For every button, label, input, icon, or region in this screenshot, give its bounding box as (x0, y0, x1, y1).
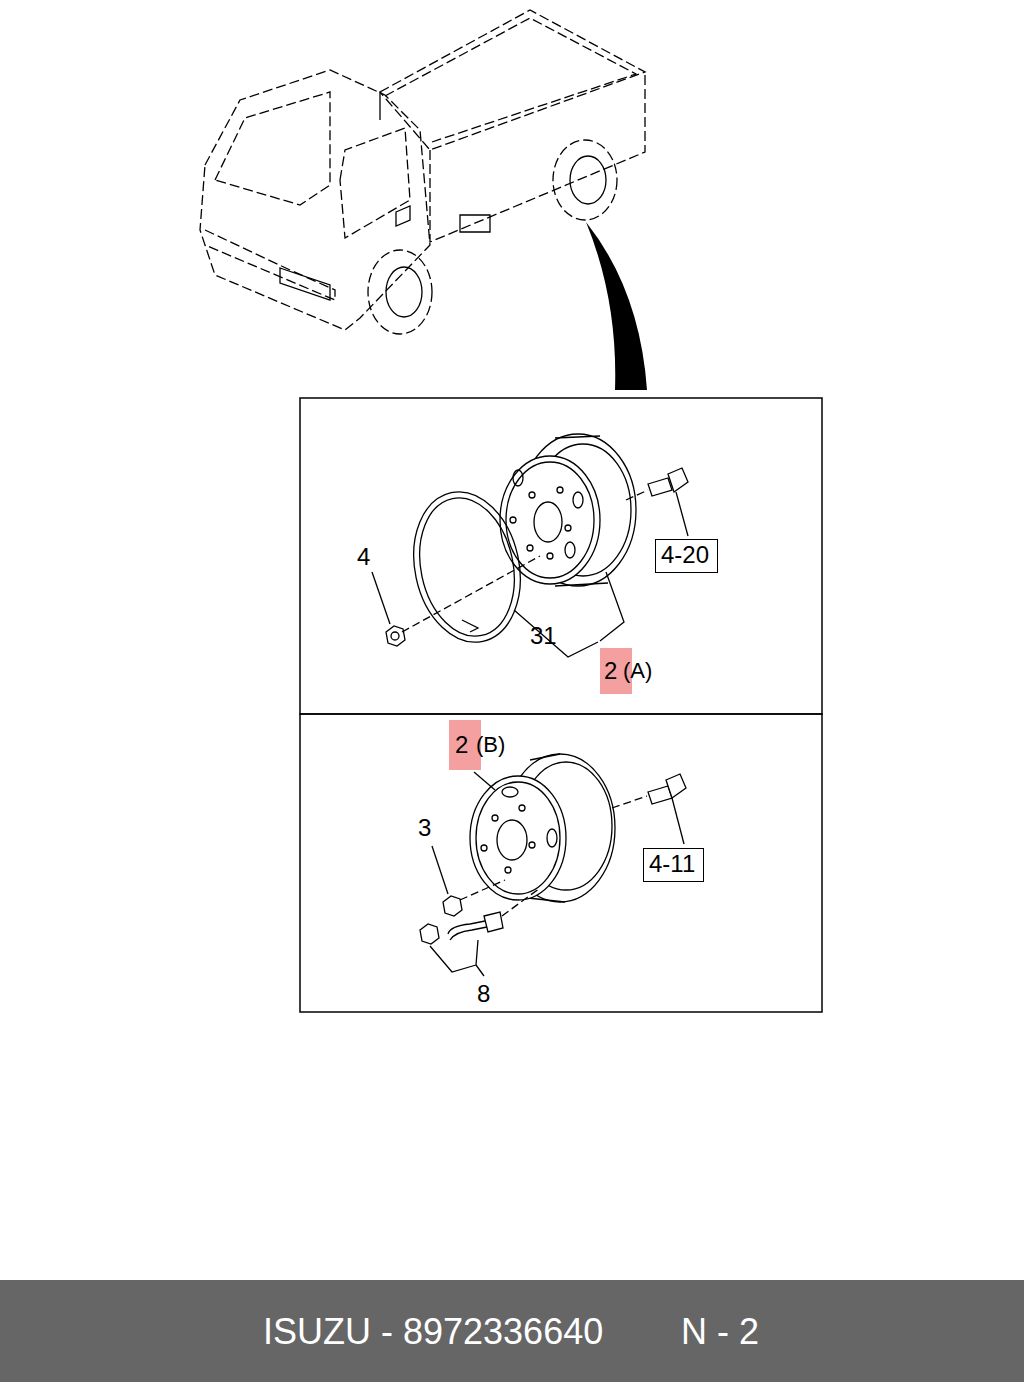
variant-mark: (B) (476, 734, 505, 756)
callout-number: 2 (604, 659, 617, 683)
callout-number: 31 (530, 624, 557, 648)
callout-number: 8 (477, 982, 490, 1006)
pointer-arrow (586, 222, 647, 390)
callout-number: 2 (455, 733, 468, 757)
callout-number: 3 (418, 816, 431, 840)
variant-mark: (A) (623, 660, 652, 682)
wheel-a-drawing (372, 434, 688, 657)
page-reference: N - 2 (681, 1314, 759, 1350)
panel-frame (300, 398, 822, 714)
panel-frame (300, 714, 822, 1012)
reference-text: 4-11 (649, 851, 698, 876)
reference-box: 4-20 (655, 539, 718, 573)
footer-bar (0, 1280, 1024, 1382)
reference-box: 4-11 (643, 848, 704, 882)
reference-text: 4-20 (661, 542, 712, 567)
truck-drawing (200, 10, 645, 334)
part-number: ISUZU - 8972336640 (263, 1314, 603, 1350)
callout-number: 4 (357, 545, 370, 569)
